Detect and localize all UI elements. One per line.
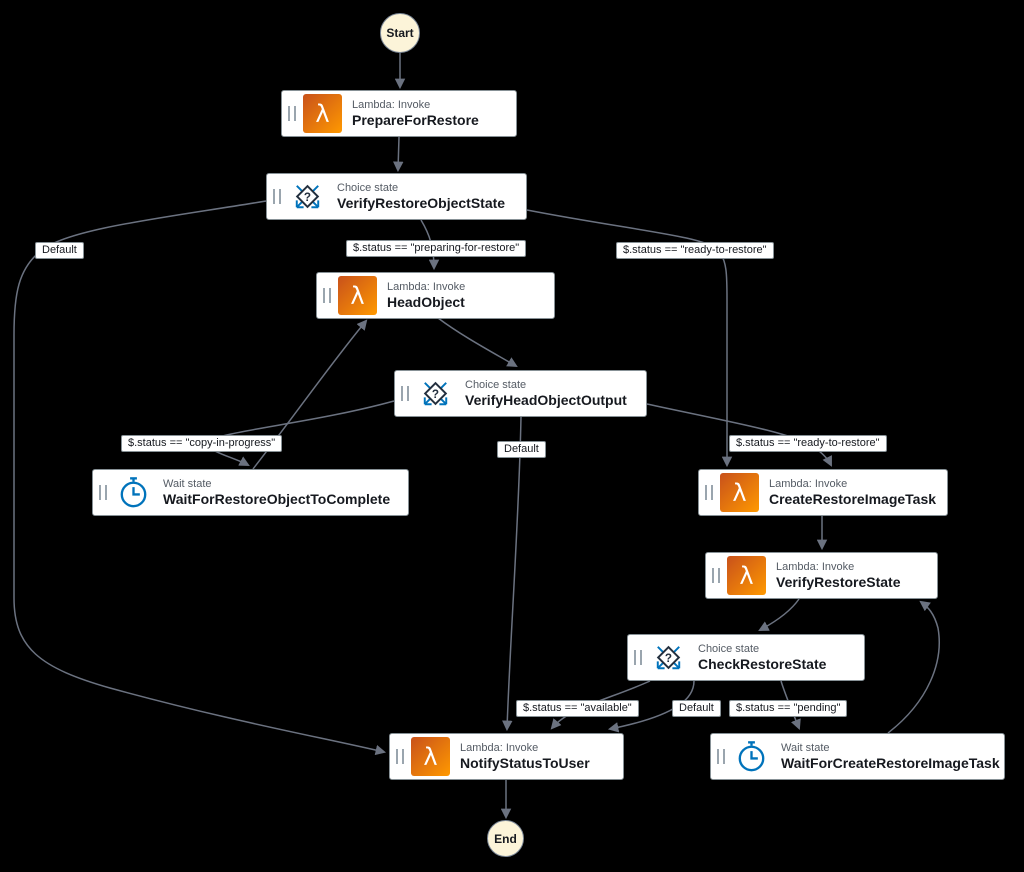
node-type-label: Lambda: Invoke xyxy=(352,99,431,111)
drag-handle-icon[interactable] xyxy=(323,288,331,303)
node-verify-restore-state[interactable]: λ Lambda: Invoke VerifyRestoreState xyxy=(705,552,938,599)
lambda-icon: λ xyxy=(303,94,342,133)
svg-text:?: ? xyxy=(304,191,311,204)
node-notify-status-to-user[interactable]: λ Lambda: Invoke NotifyStatusToUser xyxy=(389,733,624,780)
node-name-label: HeadObject xyxy=(387,294,465,310)
node-name-label: WaitForRestoreObjectToComplete xyxy=(163,491,391,507)
node-wait-for-restore-object-to-complete[interactable]: Wait state WaitForRestoreObjectToComplet… xyxy=(92,469,409,516)
edge-label-default-left: Default xyxy=(35,242,84,259)
node-name-label: PrepareForRestore xyxy=(352,112,479,128)
svg-text:?: ? xyxy=(432,388,439,401)
node-type-label: Lambda: Invoke xyxy=(769,478,848,490)
node-name-label: VerifyRestoreObjectState xyxy=(337,195,506,211)
node-create-restore-image-task[interactable]: λ Lambda: Invoke CreateRestoreImageTask xyxy=(698,469,948,516)
edge-label-default-bottom: Default xyxy=(672,700,721,717)
end-node: End xyxy=(487,820,524,857)
edge-label-default-middle: Default xyxy=(497,441,546,458)
end-label: End xyxy=(494,831,517,846)
start-label: Start xyxy=(386,26,414,40)
drag-handle-icon[interactable] xyxy=(273,189,281,204)
node-type-label: Wait state xyxy=(781,742,830,754)
node-type-label: Choice state xyxy=(465,379,527,391)
edge-label-ready-to-restore-right: $.status == "ready-to-restore" xyxy=(729,435,887,452)
edge-label-preparing-for-restore: $.status == "preparing-for-restore" xyxy=(346,240,527,257)
node-type-label: Choice state xyxy=(698,643,760,655)
node-name-label: VerifyRestoreState xyxy=(776,574,901,590)
node-name-label: WaitForCreateRestoreImageTask xyxy=(781,755,1000,771)
edge-label-copy-in-progress: $.status == "copy-in-progress" xyxy=(121,435,283,452)
choice-state-icon: ? xyxy=(288,177,327,216)
lambda-icon: λ xyxy=(727,556,766,595)
choice-state-icon: ? xyxy=(416,374,455,413)
drag-handle-icon[interactable] xyxy=(717,749,725,764)
node-type-label: Lambda: Invoke xyxy=(776,561,855,573)
node-wait-for-create-restore-image-task[interactable]: Wait state WaitForCreateRestoreImageTask xyxy=(710,733,1005,780)
node-verify-restore-object-state[interactable]: ? Choice state VerifyRestoreObjectState xyxy=(266,173,527,220)
drag-handle-icon[interactable] xyxy=(288,106,296,121)
edge-label-ready-to-restore-top: $.status == "ready-to-restore" xyxy=(616,242,774,259)
node-type-label: Wait state xyxy=(163,478,212,490)
node-prepare-for-restore[interactable]: λ Lambda: Invoke PrepareForRestore xyxy=(281,90,517,137)
svg-text:?: ? xyxy=(665,652,672,665)
node-type-label: Choice state xyxy=(337,182,399,194)
drag-handle-icon[interactable] xyxy=(705,485,713,500)
lambda-icon: λ xyxy=(338,276,377,315)
node-type-label: Lambda: Invoke xyxy=(460,742,539,754)
node-verify-head-object-output[interactable]: ? Choice state VerifyHeadObjectOutput xyxy=(394,370,647,417)
node-check-restore-state[interactable]: ? Choice state CheckRestoreState xyxy=(627,634,865,681)
drag-handle-icon[interactable] xyxy=(396,749,404,764)
start-node: Start xyxy=(380,13,420,53)
lambda-icon: λ xyxy=(411,737,450,776)
node-name-label: CheckRestoreState xyxy=(698,656,827,672)
edge-label-pending: $.status == "pending" xyxy=(729,700,848,717)
drag-handle-icon[interactable] xyxy=(634,650,642,665)
drag-handle-icon[interactable] xyxy=(99,485,107,500)
drag-handle-icon[interactable] xyxy=(401,386,409,401)
node-name-label: NotifyStatusToUser xyxy=(460,755,590,771)
edge-label-available: $.status == "available" xyxy=(516,700,639,717)
node-type-label: Lambda: Invoke xyxy=(387,281,466,293)
node-name-label: CreateRestoreImageTask xyxy=(769,491,937,507)
node-name-label: VerifyHeadObjectOutput xyxy=(465,392,627,408)
drag-handle-icon[interactable] xyxy=(712,568,720,583)
wait-state-icon xyxy=(114,473,153,512)
lambda-icon: λ xyxy=(720,473,759,512)
wait-state-icon xyxy=(732,737,771,776)
node-head-object[interactable]: λ Lambda: Invoke HeadObject xyxy=(316,272,555,319)
choice-state-icon: ? xyxy=(649,638,688,677)
